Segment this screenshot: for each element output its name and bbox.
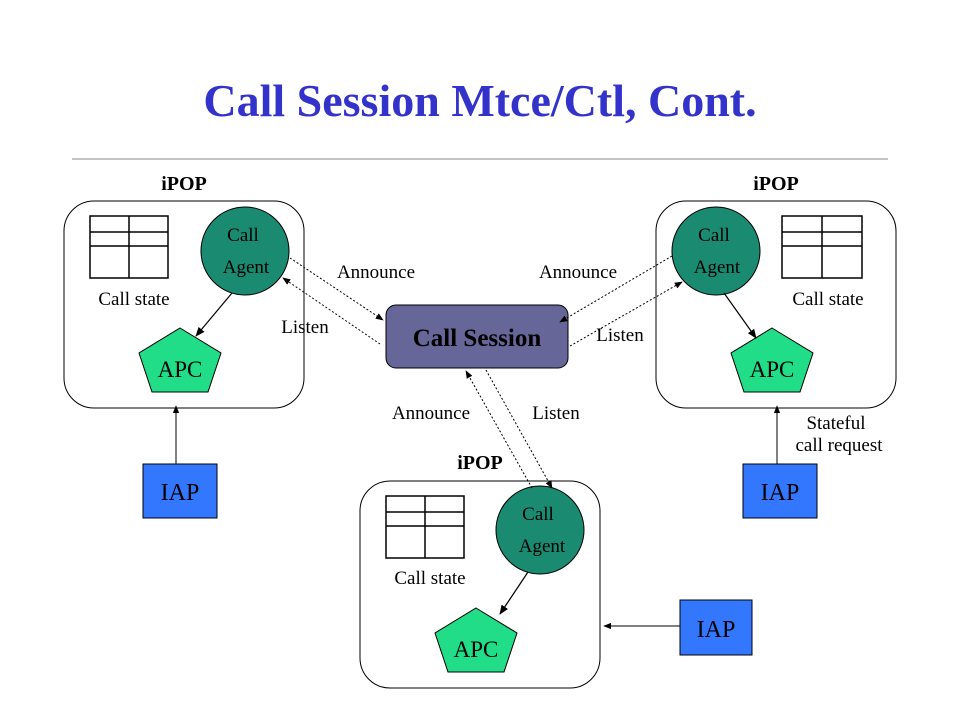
announce-label-right: Announce [539, 262, 617, 283]
apc-left [138, 327, 222, 393]
announce-label-bottom: Announce [392, 403, 470, 424]
agent-to-apc-right [723, 292, 757, 339]
announce-link-left [289, 257, 384, 321]
call-agent-left [200, 206, 290, 296]
apc-left-label: APC [158, 357, 203, 382]
ipop-left-label: iPOP [161, 173, 207, 195]
listen-label-bottom: Listen [532, 403, 580, 424]
iap-left-label: IAP [161, 480, 200, 506]
listen-label-right: Listen [596, 325, 644, 346]
apc-bottom-label: APC [454, 637, 499, 662]
call-agent-bottom-line2: Agent [519, 536, 566, 557]
announce-link-right [559, 255, 673, 323]
slide-title: Call Session Mtce/Ctl, Cont. [203, 75, 757, 126]
listen-link-bottom [485, 369, 553, 489]
call-agent-right-line1: Call [698, 225, 730, 246]
call-state-table-left [89, 215, 169, 279]
iap-right-label: IAP [761, 480, 800, 506]
iap-right-box [742, 463, 818, 519]
call-agent-bottom [495, 485, 585, 575]
call-agent-right [671, 206, 761, 296]
ipop-bottom-label: iPOP [457, 452, 503, 474]
call-agent-left-line2: Agent [223, 257, 270, 278]
iap-bottom-box [679, 599, 753, 656]
call-agent-left-line1: Call [227, 225, 259, 246]
announce-label-left: Announce [337, 262, 415, 283]
iap-left-box [142, 463, 218, 519]
listen-link-left [282, 277, 381, 345]
agent-to-apc-bottom [499, 571, 529, 615]
apc-right-label: APC [750, 357, 795, 382]
call-state-label-left: Call state [98, 289, 169, 310]
call-state-label-right: Call state [792, 289, 863, 310]
listen-label-left: Listen [281, 317, 329, 338]
call-state-table-right [781, 215, 863, 279]
call-agent-bottom-line1: Call [522, 504, 554, 525]
agent-to-apc-left [195, 292, 233, 337]
call-state-table-bottom [385, 495, 465, 559]
listen-link-right [569, 281, 683, 347]
stateful-note-line2: call request [795, 435, 883, 456]
call-session-box [385, 304, 569, 369]
call-state-label-bottom: Call state [394, 568, 465, 589]
ipop-right-label: iPOP [753, 173, 799, 195]
stateful-note-line1: Stateful [806, 413, 865, 434]
call-agent-right-line2: Agent [694, 257, 741, 278]
apc-bottom [434, 607, 518, 673]
call-session-label: Call Session [413, 325, 542, 352]
apc-right [730, 327, 814, 393]
iap-bottom-label: IAP [697, 617, 736, 643]
